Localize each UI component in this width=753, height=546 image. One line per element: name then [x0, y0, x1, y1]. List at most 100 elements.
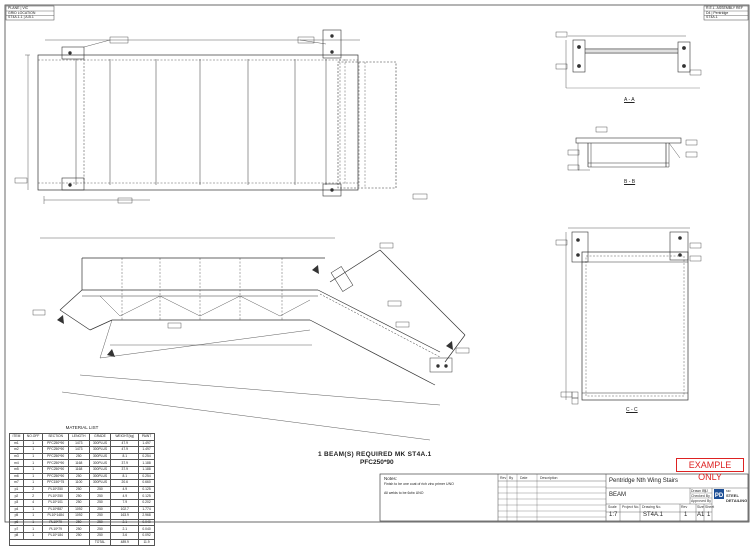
material-list-cell: 2 — [22, 492, 44, 500]
material-list-cell: 250 — [88, 492, 112, 500]
material-list-cell: 0.040 — [138, 518, 155, 527]
material-list-cell: PFC250*90 — [42, 459, 69, 467]
material-list-cell: 1 — [22, 446, 44, 454]
notes-title: Notes: — [384, 476, 398, 481]
rev-col-by: By — [509, 476, 514, 480]
material-list-cell: p5 — [9, 512, 24, 520]
material-list-cell: 250 — [88, 505, 112, 514]
material-list-cell: 1.497 — [138, 439, 155, 448]
material-list-cell: 7.9 — [110, 498, 140, 507]
material-list-cell: 250 — [88, 512, 112, 520]
material-list-cell: 0.660 — [138, 479, 155, 487]
material-list-header: SECTION — [42, 433, 69, 441]
material-list-cell: 250 — [67, 485, 90, 494]
material-list-cell: 250 — [88, 498, 112, 507]
notes-line-2: All welds to be 6cfw UNO — [384, 491, 424, 495]
material-list-cell: PL10*250 — [42, 485, 69, 494]
material-list-cell: 2.1 — [110, 518, 140, 527]
material-list-total-cell: 489.9 — [110, 538, 140, 546]
material-list-cell: 20.6 — [110, 479, 140, 487]
material-list-cell: PL10*887 — [42, 505, 69, 514]
material-list-cell: p4 — [9, 505, 24, 514]
rev-label: Rev — [681, 505, 688, 509]
material-list-cell: 1.188 — [138, 465, 155, 474]
material-list-cell: 300PLUS — [88, 465, 112, 474]
material-list-cell: m2 — [9, 446, 24, 454]
section-label-a-a: A - A — [624, 97, 635, 103]
company-name-3: DETAILING — [726, 498, 748, 503]
material-list-cell: 2 — [22, 485, 44, 494]
scale-label: Scale — [608, 505, 617, 509]
material-list-cell: 1473 — [67, 446, 90, 454]
material-list-cell: m6 — [9, 472, 24, 481]
section-label-c-c: C - C — [626, 407, 638, 413]
material-list-cell: PFC250*90 — [42, 465, 69, 474]
material-list-total-cell: 11.9 — [138, 538, 155, 546]
material-list-cell: PFC250*90 — [42, 439, 69, 448]
section-a-a — [555, 31, 702, 89]
material-list-cell: m4 — [9, 459, 24, 467]
material-list-cell: 1 — [22, 518, 44, 527]
material-list-cell: m3 — [9, 452, 24, 461]
project-no-label: Project No. — [622, 505, 640, 509]
material-list-cell: 47.9 — [110, 446, 140, 454]
plan-view — [14, 29, 428, 204]
material-list-cell: 1 — [22, 452, 44, 461]
rev-col-description: Description — [540, 476, 558, 480]
beam-section-label: PFC250*90 — [360, 459, 394, 466]
material-list-total-cell — [9, 538, 90, 546]
material-list-cell: PFC250*90 — [42, 472, 69, 481]
material-list-cell: 1092 — [67, 512, 90, 520]
material-list-cell: m7 — [9, 479, 24, 487]
material-list-header: ITEM — [9, 433, 24, 441]
scale-value: 1:7 — [609, 512, 618, 518]
material-list-cell: p2 — [9, 492, 24, 500]
material-list-cell: 1092 — [67, 505, 90, 514]
material-list-cell: 250 — [88, 485, 112, 494]
material-list-cell: 300PLUS — [88, 479, 112, 487]
sheet-value: 1 — [707, 512, 711, 518]
drawn-by-label: Drawn By — [691, 489, 707, 493]
material-list-cell: m5 — [9, 465, 24, 474]
corner-box-left — [5, 5, 55, 21]
company-name-1: MR — [726, 489, 731, 493]
material-list-cell: PL10*1484 — [42, 512, 69, 520]
material-list-cell: 1 — [22, 512, 44, 520]
material-list-cell: 250 — [67, 492, 90, 500]
material-list-cell: 47.9 — [110, 439, 140, 448]
material-list-cell: 1 — [22, 472, 44, 481]
material-list-total-cell: TOTAL — [88, 538, 112, 546]
material-list-cell: 250 — [67, 498, 90, 507]
drawn-by-value: TJ — [704, 489, 708, 493]
material-list-cell: 2.968 — [138, 512, 155, 520]
material-list-cell: 0.254 — [138, 472, 155, 481]
material-list-cell: 300PLUS — [88, 452, 112, 461]
material-list-cell: 1 — [22, 465, 44, 474]
material-list-cell: 250 — [88, 518, 112, 527]
material-list-cell: 1 — [22, 505, 44, 514]
material-list-header: NO.OFF — [22, 433, 44, 441]
material-list-cell: 1473 — [67, 439, 90, 448]
material-list-cell: 8.1 — [110, 452, 140, 461]
material-list-cell: 1168 — [67, 459, 90, 467]
size-label: Size — [697, 505, 704, 509]
sheet-label: Sheet — [705, 505, 715, 509]
drawing-title: BEAM — [609, 492, 627, 498]
corner-left-line1: PLANE | VIC — [8, 6, 29, 10]
corner-right-line1: R.E.L. ASSEMBLY REF — [706, 6, 744, 10]
material-list-cell: 250 — [67, 531, 90, 540]
material-list-cell: PFC150*75 — [42, 479, 69, 487]
material-list-cell: PL10*101 — [42, 498, 69, 507]
material-list-cell: 1 — [22, 459, 44, 467]
material-list-cell: 3.6 — [110, 531, 140, 540]
